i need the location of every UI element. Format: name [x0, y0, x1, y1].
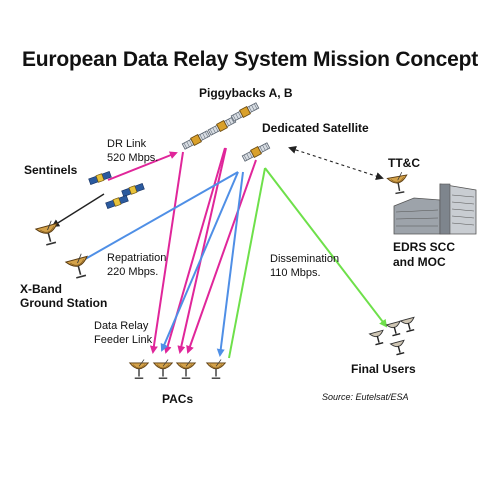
page-title: European Data Relay System Mission Conce… — [21, 48, 479, 71]
dr-link-label-rate: 520 Mbps. — [107, 152, 159, 164]
building-icon — [393, 183, 477, 235]
repatriation-label-rate: 220 Mbps. — [107, 266, 159, 278]
repatriation-arrows — [79, 171, 244, 357]
satellite-icon — [241, 141, 271, 163]
pacs-antennas — [128, 358, 227, 379]
xband-label-line1: X-Band — [20, 282, 62, 296]
satellite-dish-icon — [152, 358, 174, 379]
feeder-link-arrow — [177, 147, 227, 354]
satellite-dish-icon — [385, 320, 404, 338]
dr-link-arrows — [107, 151, 178, 181]
satellite-icon — [207, 115, 237, 137]
satellite-dish-icon — [385, 170, 411, 196]
feeder-link-arrows — [149, 147, 257, 354]
satellite-icon — [230, 101, 260, 123]
repatriation-link — [216, 171, 244, 357]
satellite-icon — [181, 129, 211, 151]
feeder-link-arrow — [186, 159, 257, 354]
feeder-link-label-line1: Data Relay — [94, 320, 149, 332]
satellite-icon — [105, 194, 129, 210]
repatriation-label-name: Repatriation — [107, 252, 167, 264]
feeder-link-label-line2: Feeder Link — [94, 334, 153, 346]
ttc-label: TT&C — [388, 156, 420, 170]
satellite-dish-icon — [175, 358, 197, 379]
sentinel-to-ground-link — [51, 193, 105, 228]
satellite-dish-icon — [389, 339, 408, 357]
xband-label-line2: Ground Station — [20, 296, 108, 310]
edrs-label-line2: and MOC — [393, 255, 446, 269]
dissemination-label-rate: 110 Mbps. — [270, 267, 321, 279]
sentinels-label: Sentinels — [24, 163, 78, 177]
dissemination-link — [228, 167, 266, 359]
satellite-dish-icon — [128, 358, 150, 379]
satellite-dish-icon — [205, 358, 227, 379]
dr-link-label-name: DR Link — [107, 138, 147, 150]
repatriation-link — [160, 171, 239, 352]
dissemination-label-name: Dissemination — [270, 253, 340, 265]
dissemination-link — [264, 167, 388, 328]
dissemination-arrows — [228, 167, 388, 359]
satellite-icon — [121, 182, 145, 198]
final-users-antennas — [368, 316, 418, 357]
satellite-dish-icon — [399, 316, 418, 334]
satellite-dish-icon — [368, 329, 387, 347]
piggybacks-label: Piggybacks A, B — [199, 86, 293, 100]
edrs-label-line1: EDRS SCC — [393, 240, 456, 254]
feeder-link-arrow — [149, 151, 184, 354]
dr-link-arrow — [107, 151, 178, 181]
ttc-link — [288, 146, 384, 180]
repatriation-link — [79, 171, 239, 263]
final-users-label: Final Users — [351, 362, 416, 376]
dedicated-satellite-label: Dedicated Satellite — [262, 121, 369, 135]
piggyback-satellites — [181, 101, 260, 151]
source-credit: Source: Eutelsat/ESA — [322, 392, 409, 402]
satellite-icon — [88, 170, 112, 186]
pacs-label: PACs — [162, 392, 194, 406]
